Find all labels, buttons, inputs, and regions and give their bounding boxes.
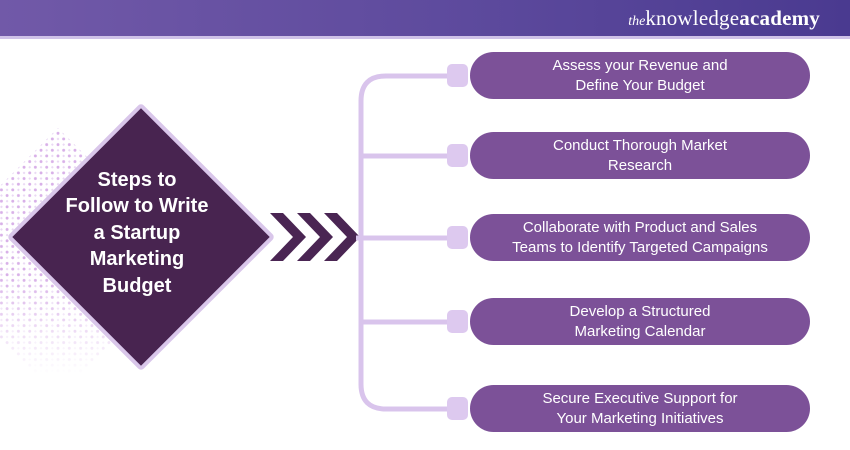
connector-node xyxy=(447,310,468,333)
connector-tree xyxy=(356,73,460,412)
header-bar: theknowledgeacademy xyxy=(0,0,850,39)
step-text: Secure Executive Support for xyxy=(542,389,738,407)
step-text: Research xyxy=(607,156,673,174)
triple-chevron-right-icon xyxy=(270,213,360,261)
brand-logo-the: the xyxy=(628,13,646,29)
page-title: Steps to Follow to Write a Startup Marke… xyxy=(17,142,257,324)
title-line: Marketing xyxy=(89,248,185,271)
connector-node xyxy=(447,397,468,420)
brand-logo-academy: academy xyxy=(739,5,820,30)
step-text: Your Marketing Initiatives xyxy=(556,409,724,427)
step-text: Assess your Revenue and xyxy=(552,56,728,74)
step-pill-2: Conduct Thorough Market Research xyxy=(470,132,810,179)
step-pill-4: Develop a Structured Marketing Calendar xyxy=(470,298,810,345)
brand-logo: theknowledgeacademy xyxy=(628,6,850,31)
title-line: a Startup xyxy=(93,221,181,244)
step-pill-1: Assess your Revenue and Define Your Budg… xyxy=(470,52,810,99)
title-line: Follow to Write xyxy=(65,195,209,218)
step-pill-3: Collaborate with Product and Sales Teams… xyxy=(470,214,810,261)
step-text: Define Your Budget xyxy=(575,76,705,94)
title-line: Steps to xyxy=(97,168,177,191)
connector-node xyxy=(447,144,468,167)
brand-logo-knowledge: knowledge xyxy=(645,5,740,30)
step-text: Collaborate with Product and Sales xyxy=(522,218,758,236)
step-text: Marketing Calendar xyxy=(574,322,706,340)
step-text: Teams to Identify Targeted Campaigns xyxy=(512,238,768,256)
step-text: Conduct Thorough Market xyxy=(553,136,727,154)
connector-node xyxy=(447,64,468,87)
title-line: Budget xyxy=(102,274,172,297)
connector-node xyxy=(447,226,468,249)
step-pill-5: Secure Executive Support for Your Market… xyxy=(470,385,810,432)
step-text: Develop a Structured xyxy=(569,302,711,320)
